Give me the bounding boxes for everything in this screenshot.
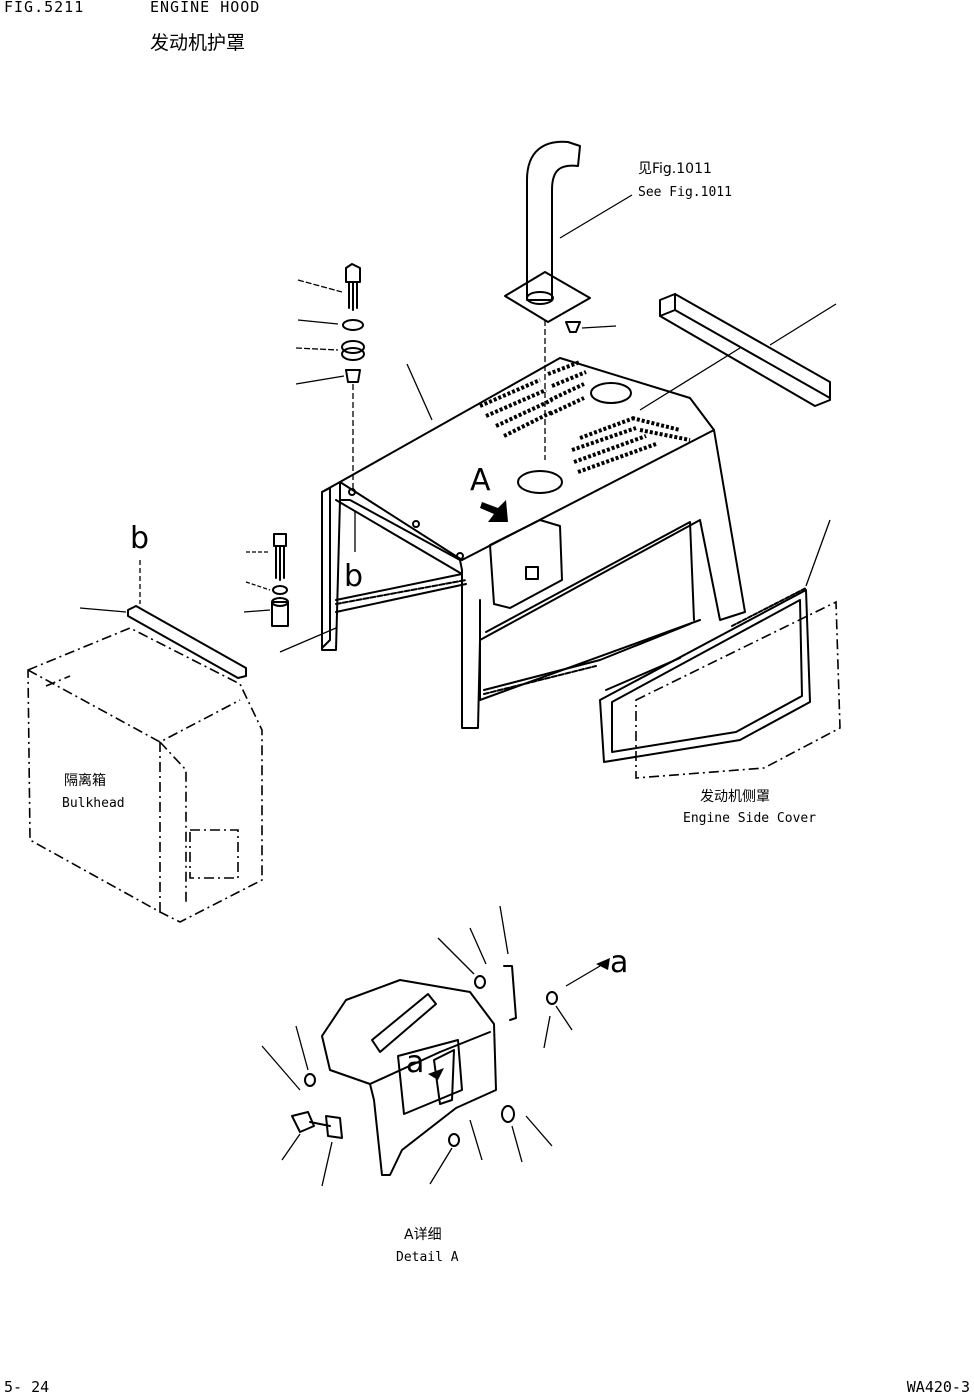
side-cover-label: Engine Side Cover [683, 811, 817, 826]
engine-hood [279, 357, 746, 729]
figure-number: FIG.5211 [4, 0, 85, 16]
marker-A: A [470, 463, 491, 498]
exhaust-pipe [504, 140, 633, 460]
engine-side-cover [599, 519, 841, 779]
bulkhead [27, 627, 263, 923]
bulkhead-label: Bulkhead [62, 796, 125, 811]
marker-b-hood: b [344, 559, 364, 594]
figure-title-cn: 发动机护罩 [150, 32, 246, 54]
detail-label-cn: A详细 [404, 1227, 442, 1243]
bulkhead-strap [79, 560, 247, 679]
marker-b-strap: b [130, 521, 150, 556]
detail-A-assembly [261, 905, 610, 1187]
marker-a-bolt: a [610, 945, 629, 980]
see-fig-label-cn: 见Fig.1011 [638, 161, 712, 177]
see-fig-label: See Fig.1011 [638, 185, 732, 200]
detail-label: Detail A [396, 1250, 459, 1265]
side-bolts [243, 533, 289, 627]
bulkhead-label-cn: 隔离箱 [64, 773, 106, 789]
side-cover-label-cn: 发动机侧罩 [700, 789, 770, 805]
model-code: WA420-3 [906, 1378, 970, 1396]
hood-vents [479, 360, 691, 474]
figure-title: ENGINE HOOD [150, 0, 261, 16]
hood-mount-bolts [295, 263, 617, 490]
marker-a-latch: a [406, 1045, 425, 1080]
view-arrow-A [480, 500, 508, 522]
page-number: 5- 24 [4, 1378, 50, 1396]
top-bar [639, 293, 837, 411]
